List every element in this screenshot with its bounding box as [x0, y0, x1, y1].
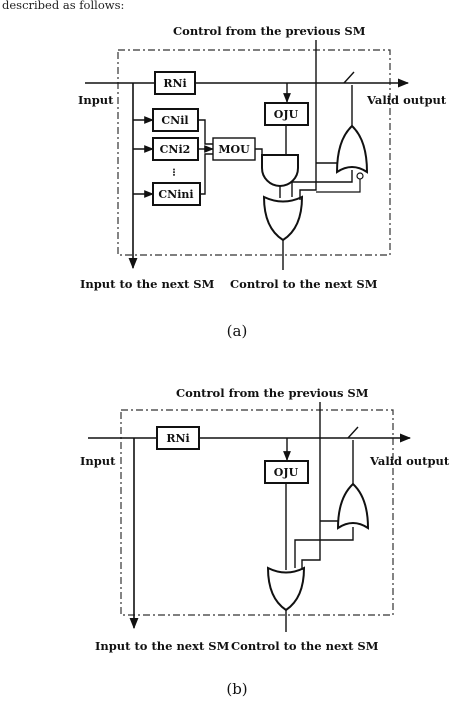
- rn-label-b: RNi: [166, 432, 189, 445]
- cn2-label: CNi2: [160, 143, 191, 156]
- cn3-to-mou: [200, 153, 213, 195]
- or-gate-bottom: [262, 195, 304, 242]
- rn-box-b: [156, 426, 200, 450]
- label-input-b: Input: [80, 454, 116, 468]
- label-valid-output: Valid output: [366, 93, 447, 107]
- sm-boundary: [117, 49, 391, 256]
- label-valid-output-b: Valid output: [369, 454, 450, 468]
- cn3-label: CNini: [158, 188, 193, 201]
- label-control-from-previous-sm-b: Control from the previous SM: [176, 386, 369, 400]
- caption-a: (a): [227, 322, 248, 340]
- label-input-to-next-sm: Input to the next SM: [80, 277, 215, 291]
- label-input: Input: [78, 93, 114, 107]
- control-from-previous-line-b: [301, 402, 321, 570]
- sm-boundary-b: [120, 409, 394, 616]
- inverter-bubble: [356, 172, 364, 180]
- mou-label: MOU: [218, 143, 250, 156]
- bubble-line: [316, 179, 361, 193]
- and-gate: [261, 154, 299, 187]
- feedback-line-b: [294, 527, 354, 568]
- or-gate-top-b: [336, 482, 370, 530]
- caption-b: (b): [226, 680, 247, 698]
- cn1-label: CNil: [161, 114, 188, 127]
- control-from-previous-line: [299, 40, 317, 200]
- cn-ellipsis: ⁝: [172, 166, 176, 179]
- feedback-line: [291, 170, 353, 197]
- label-control-from-previous-sm: Control from the previous SM: [173, 24, 366, 38]
- or-gate-bottom-b: [266, 566, 306, 612]
- label-input-to-next-sm-b: Input to the next SM: [95, 639, 230, 653]
- oju-label-b: OJU: [274, 466, 299, 479]
- or-gate-top: [335, 124, 369, 174]
- label-control-to-next-sm-b: Control to the next SM: [231, 639, 379, 653]
- output-switch-b: [347, 426, 359, 439]
- rn-label: RNi: [163, 77, 186, 90]
- cn1-to-mou: [198, 119, 213, 145]
- rn-box: [154, 71, 196, 95]
- label-control-to-next-sm: Control to the next SM: [230, 277, 378, 291]
- oju-label: OJU: [274, 108, 299, 121]
- top-cut-text: described as follows:: [2, 0, 124, 12]
- panel-a: Control from the previous SM Input Valid…: [78, 24, 447, 340]
- panel-b: Control from the previous SM Input Valid…: [80, 386, 450, 698]
- output-switch: [343, 71, 355, 84]
